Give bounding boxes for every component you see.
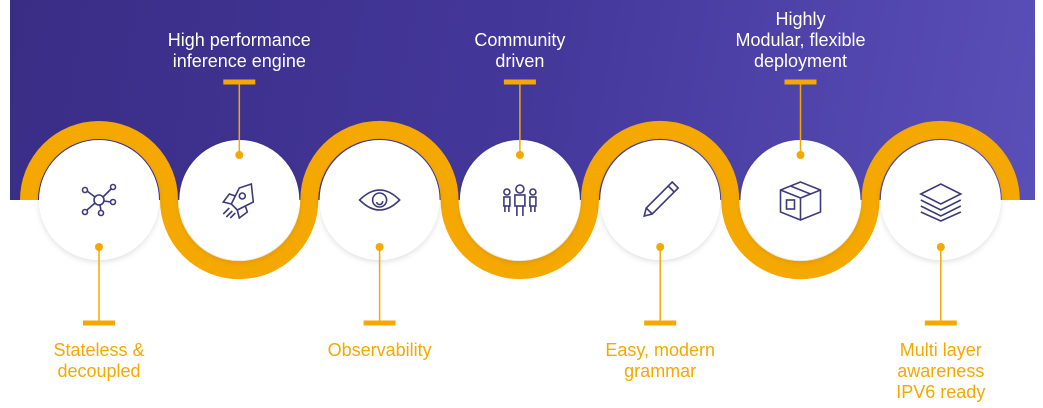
feature-node [600,140,721,326]
eye-icon [358,189,401,211]
feature-label: Community driven [474,30,566,71]
connector-bar [784,79,817,85]
feature-label: High performance inference engine [167,30,311,71]
connector-bar [223,79,256,85]
node-circle [179,140,300,260]
feature-node [319,140,440,326]
feature-node [39,140,159,326]
orange-wave [20,120,1020,280]
connector-bar [83,320,115,326]
feature-node [179,79,300,260]
node-circle [880,140,1001,260]
layers-icon [919,183,963,222]
connector-bar [363,320,396,326]
connector-bar [924,320,957,326]
connector-bar [644,320,677,326]
network-hub-icon [81,183,117,217]
connector-bar [503,79,536,85]
node-circle [39,140,159,260]
connector-dot [796,151,805,159]
feature-label: Multi layer awareness IPV6 ready [896,340,986,402]
connector-dot [375,243,384,251]
connector-dot [936,243,945,251]
feature-node [740,79,861,260]
feature-node [880,140,1001,326]
feature-node [459,79,580,260]
people-icon [503,184,537,216]
rocket-icon [221,182,255,220]
node-circle [319,140,440,260]
connector-dot [515,151,524,159]
box-icon [779,181,822,221]
node-circle [600,140,721,260]
pencil-icon [643,180,680,218]
connector-dot [95,243,103,251]
feature-label: Easy, modern grammar [605,340,716,381]
feature-label: Highly Modular, flexible deployment [735,9,866,71]
connector-dot [235,151,244,159]
feature-label: Stateless & decoupled [53,340,145,381]
connector-dot [656,243,665,251]
feature-label: Observability [327,340,432,360]
node-circle [459,140,580,260]
